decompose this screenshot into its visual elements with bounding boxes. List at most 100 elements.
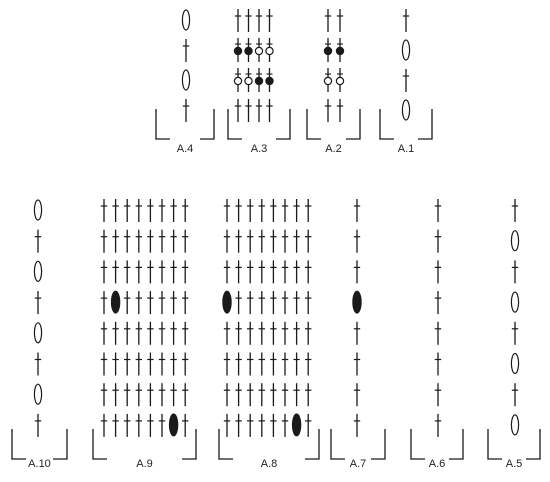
ch-symbol xyxy=(401,39,411,61)
fp-symbol xyxy=(244,38,253,62)
chart-a-4: A.4 xyxy=(155,9,215,155)
dc-symbol xyxy=(158,413,166,437)
dc-symbol xyxy=(434,413,442,437)
dc-symbol xyxy=(182,39,190,62)
dc-symbol xyxy=(247,199,254,222)
dc-symbol xyxy=(135,229,142,253)
chart-label: A.2 xyxy=(325,143,342,155)
bobble-symbol xyxy=(110,290,121,314)
dc-symbol xyxy=(34,413,42,437)
dc-symbol xyxy=(511,383,519,407)
dc-symbol xyxy=(305,260,312,284)
dc-symbol xyxy=(158,291,166,315)
dc-symbol xyxy=(247,321,254,345)
dc-symbol xyxy=(353,199,361,222)
dc-symbol xyxy=(124,383,131,407)
dc-symbol xyxy=(112,199,119,222)
dc-symbol xyxy=(353,260,361,284)
dc-symbol xyxy=(281,199,289,222)
bp-symbol xyxy=(254,38,264,62)
dc-symbol xyxy=(511,199,519,222)
chart-bracket xyxy=(379,109,433,140)
dc-symbol xyxy=(353,413,361,437)
dc-symbol xyxy=(147,413,154,437)
dc-symbol xyxy=(511,321,519,345)
dc-symbol xyxy=(124,413,131,437)
dc-symbol xyxy=(34,229,42,253)
dc-symbol xyxy=(170,321,177,345)
dc-symbol xyxy=(434,352,442,376)
dc-symbol xyxy=(270,383,277,407)
dc-symbol xyxy=(112,413,119,437)
dc-symbol xyxy=(223,383,231,407)
dc-symbol xyxy=(336,99,344,122)
dc-symbol xyxy=(170,291,177,315)
dc-symbol xyxy=(353,352,361,376)
dc-symbol xyxy=(281,291,289,315)
dc-symbol xyxy=(305,321,312,345)
dc-symbol xyxy=(434,260,442,284)
bobble-symbol xyxy=(291,413,302,437)
dc-symbol xyxy=(305,383,312,407)
chart-a-3: A.3 xyxy=(227,9,291,155)
fp-symbol xyxy=(254,68,264,92)
dc-symbol xyxy=(258,229,265,253)
dc-symbol xyxy=(100,229,108,253)
dc-symbol xyxy=(270,321,277,345)
dc-symbol xyxy=(434,229,442,253)
dc-symbol xyxy=(170,352,177,376)
bp-symbol xyxy=(233,68,243,92)
chart-label: A.8 xyxy=(261,458,278,470)
dc-symbol xyxy=(270,291,277,315)
dc-symbol xyxy=(100,321,108,345)
dc-symbol xyxy=(270,229,277,253)
dc-symbol xyxy=(112,321,119,345)
dc-symbol xyxy=(100,199,108,222)
dc-symbol xyxy=(258,291,265,315)
dc-symbol xyxy=(235,199,242,222)
dc-symbol xyxy=(245,9,252,32)
chart-bracket xyxy=(487,429,541,460)
dc-symbol xyxy=(34,291,42,315)
dc-symbol xyxy=(293,229,300,253)
dc-symbol xyxy=(281,229,289,253)
dc-symbol xyxy=(247,352,254,376)
bobble-symbol xyxy=(222,290,232,314)
dc-symbol xyxy=(100,260,108,284)
dc-symbol xyxy=(182,383,189,407)
dc-symbol xyxy=(270,199,277,222)
dc-symbol xyxy=(135,260,142,284)
dc-symbol xyxy=(158,260,166,284)
dc-symbol xyxy=(324,99,332,122)
dc-symbol xyxy=(247,413,254,437)
dc-symbol xyxy=(281,383,289,407)
chart-a-10: A.10 xyxy=(11,199,68,470)
dc-symbol xyxy=(100,413,108,437)
dc-symbol xyxy=(182,413,189,437)
dc-symbol xyxy=(281,321,289,345)
dc-symbol xyxy=(255,9,263,32)
dc-symbol xyxy=(223,413,231,437)
dc-symbol xyxy=(135,352,142,376)
chart-a-8: A.8 xyxy=(218,199,320,470)
dc-symbol xyxy=(170,260,177,284)
dc-symbol xyxy=(235,383,242,407)
dc-symbol xyxy=(158,383,166,407)
ch-symbol xyxy=(510,414,520,436)
dc-symbol xyxy=(235,413,242,437)
ch-symbol xyxy=(33,199,43,221)
chart-bracket xyxy=(11,429,68,460)
fp-symbol xyxy=(265,68,274,92)
ch-symbol xyxy=(510,352,520,375)
dc-symbol xyxy=(182,229,189,253)
ch-symbol xyxy=(33,383,43,405)
dc-symbol xyxy=(147,383,154,407)
dc-symbol xyxy=(135,291,142,315)
dc-symbol xyxy=(100,291,108,315)
dc-symbol xyxy=(182,99,190,122)
dc-symbol xyxy=(170,199,177,222)
dc-symbol xyxy=(182,352,189,376)
chart-bracket xyxy=(227,109,291,140)
dc-symbol xyxy=(266,9,273,32)
dc-symbol xyxy=(223,321,231,345)
